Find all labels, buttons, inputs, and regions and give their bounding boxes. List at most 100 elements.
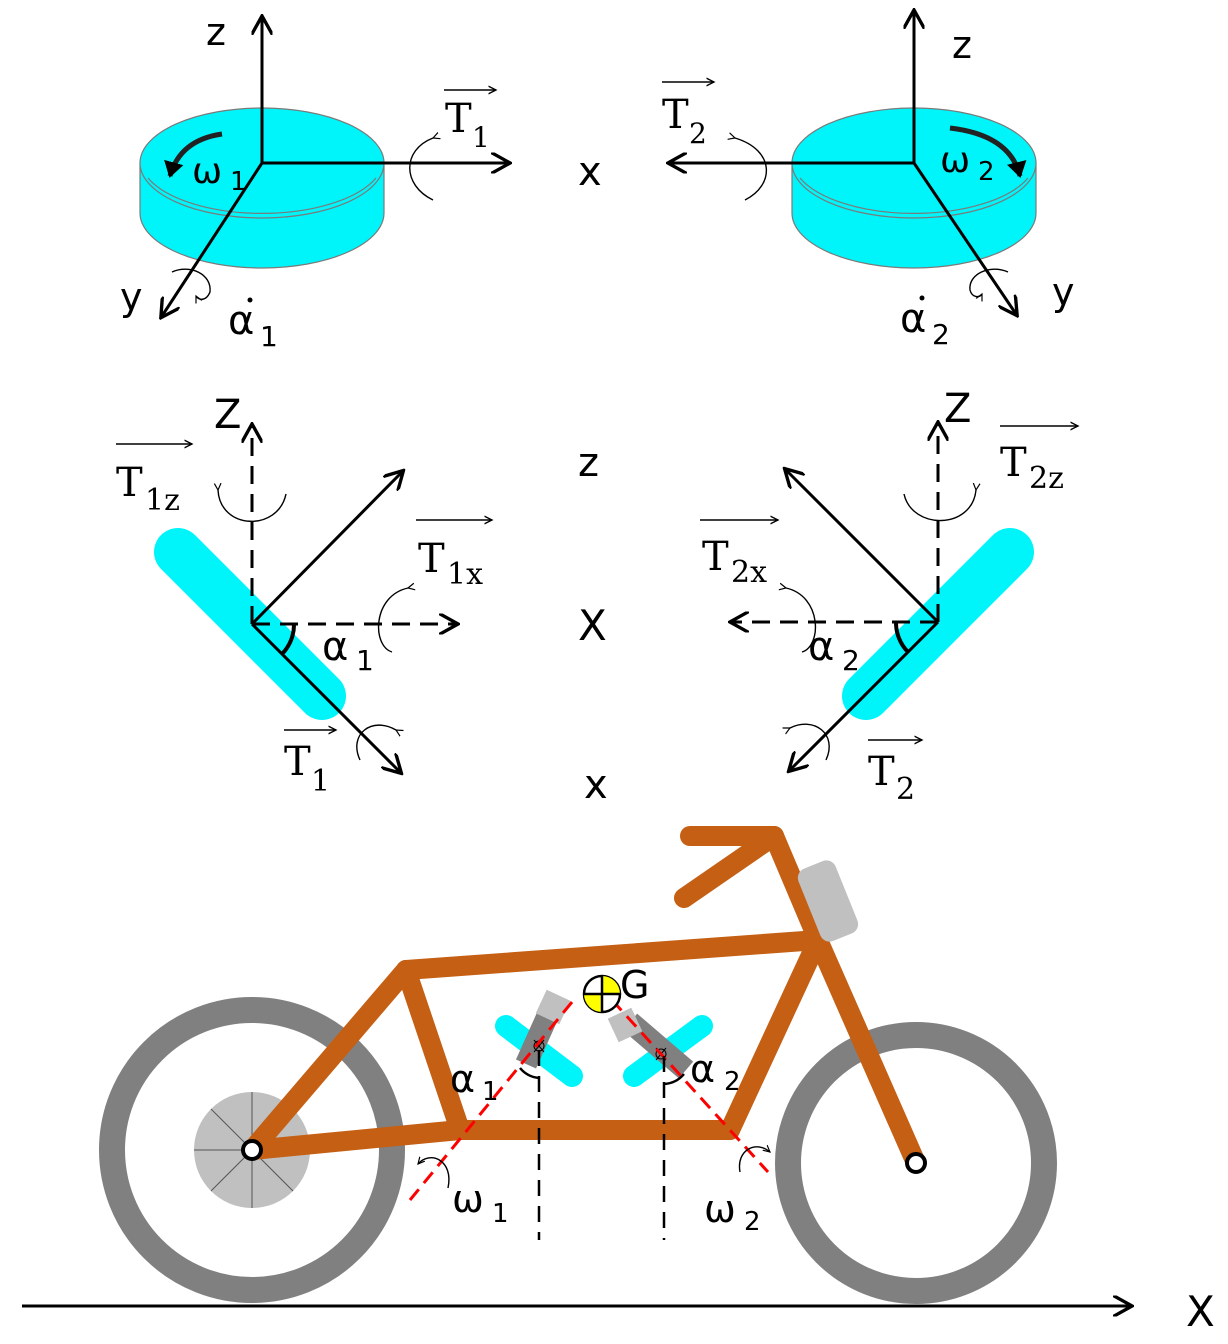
omega-1-rotation-arrow (164, 131, 223, 178)
y-axis-arrow (162, 162, 264, 316)
y-axis-arrow (912, 162, 1016, 314)
svg-text:2: 2 (978, 157, 995, 187)
svg-text:α: α (450, 1057, 475, 1101)
alpha-1-angle-arc (280, 623, 297, 656)
svg-text:T: T (662, 92, 689, 138)
center-of-gravity-icon (582, 974, 622, 1014)
svg-text:α: α (322, 624, 348, 670)
torque-2-label: T 2 (662, 82, 714, 150)
rear-axle (241, 1139, 263, 1161)
svg-text:1: 1 (260, 320, 278, 353)
svg-text:1: 1 (311, 764, 330, 799)
cog-label: G (620, 963, 649, 1007)
svg-text:2z: 2z (1029, 461, 1064, 496)
front-axle (905, 1152, 927, 1174)
svg-text:T: T (116, 460, 143, 506)
ground-X-label: X (1186, 1287, 1215, 1336)
svg-text:1: 1 (472, 121, 490, 154)
T1z-label: T 1z (116, 444, 192, 518)
x-axis-tilted-arrow (790, 620, 940, 770)
omega-1-rotation-icon (418, 1158, 450, 1189)
alpha-1-dot-label: α 1 (228, 297, 278, 353)
omega-2-rotation-arrow (949, 125, 1027, 178)
svg-text:T: T (445, 96, 472, 142)
svg-text:ω: ω (704, 1187, 736, 1231)
side-left-flywheel-diagram: Z T 1z T 1x T 1 α 1 (116, 392, 492, 799)
front-wheel (775, 1022, 1057, 1304)
gyro-2-red-dashed-axis (610, 998, 770, 1174)
svg-text:1: 1 (230, 167, 247, 197)
svg-text:1: 1 (356, 644, 374, 677)
side-center-z-label: z (578, 440, 599, 486)
T2-label: T 2 (868, 740, 922, 807)
omega-2-rotation-icon (738, 1147, 770, 1173)
svg-text:T: T (1000, 440, 1027, 486)
torque-2-rotation-icon (735, 138, 768, 201)
omega-1-label: ω 1 (192, 151, 247, 197)
svg-text:2: 2 (896, 772, 915, 807)
torque-1-rotation-icon (409, 138, 433, 201)
svg-text:1: 1 (492, 1199, 509, 1229)
bike-omega-1-label: ω 1 (452, 1177, 509, 1229)
T1z-rotation-icon (218, 490, 287, 522)
bike-omega-2-label: ω 2 (704, 1187, 761, 1237)
alpha-2-rotation-icon (969, 268, 1009, 296)
side-center-X-label: X (578, 601, 607, 650)
svg-text:1z: 1z (145, 483, 180, 518)
T2x-label: T 2x (700, 520, 778, 590)
svg-text:ω: ω (192, 151, 222, 192)
svg-text:T: T (418, 536, 445, 582)
y-axis-label: y (1052, 270, 1075, 314)
svg-text:2x: 2x (731, 555, 767, 590)
T1-rotation-icon (356, 724, 396, 761)
T1x-label: T 1x (416, 520, 492, 592)
svg-text:2: 2 (724, 1067, 741, 1097)
z-axis-label: z (206, 10, 226, 54)
svg-text:1x: 1x (447, 557, 483, 592)
svg-text:T: T (702, 534, 729, 580)
T2z-label: T 2z (1000, 426, 1078, 496)
T2z-rotation-icon (903, 490, 976, 522)
Z-axis-label: Z (944, 386, 971, 432)
Z-axis-label: Z (214, 392, 241, 438)
side-right-flywheel-diagram: Z T 2z T 2x T 2 α 2 (700, 386, 1078, 807)
svg-text:α: α (900, 296, 926, 342)
svg-text:α: α (690, 1047, 715, 1091)
svg-text:α: α (808, 624, 834, 670)
alpha-1-label: α 1 (322, 624, 374, 677)
T2x-rotation-icon (786, 588, 817, 653)
svg-text:ω: ω (452, 1177, 484, 1221)
T2-rotation-icon (790, 723, 830, 761)
alpha-1-angle-arc (519, 1067, 540, 1080)
svg-text:2: 2 (842, 644, 860, 677)
x-axis-tilted-arrow (250, 622, 400, 772)
top-center-x-label: x (578, 149, 602, 195)
svg-text:2: 2 (932, 318, 950, 351)
z-axis-tilted-arrow (786, 470, 940, 624)
top-left-flywheel-diagram: z y T 1 ω 1 α 1 (120, 10, 508, 353)
alpha-2-dot-label: α 2 (900, 295, 950, 351)
omega-2-label: ω 2 (940, 140, 995, 187)
gyro-2-assembly (607, 1007, 713, 1087)
bike-frame (242, 826, 926, 1173)
alpha-1-rotation-icon (171, 268, 211, 299)
alpha-2-angle-arc (663, 1073, 685, 1086)
svg-text:T: T (284, 739, 311, 785)
svg-text:2: 2 (744, 1207, 761, 1237)
T1x-rotation-icon (377, 588, 408, 653)
svg-text:α: α (228, 298, 254, 344)
T1-label: T 1 (284, 730, 336, 799)
torque-1-label: T 1 (444, 90, 496, 154)
svg-text:ω: ω (940, 140, 970, 181)
top-right-flywheel-diagram: z y T 2 ω 2 α 2 (662, 12, 1075, 351)
z-axis-label: z (952, 23, 972, 67)
alpha-2-label: α 2 (808, 624, 860, 677)
svg-text:2: 2 (689, 117, 707, 150)
alpha-2-angle-arc (893, 621, 910, 654)
battery-headlight (797, 860, 859, 942)
z-axis-tilted-arrow (250, 472, 402, 626)
side-center-x-label: x (584, 762, 608, 808)
svg-text:1: 1 (482, 1077, 499, 1107)
bike-alpha-2-label: α 2 (690, 1047, 741, 1097)
